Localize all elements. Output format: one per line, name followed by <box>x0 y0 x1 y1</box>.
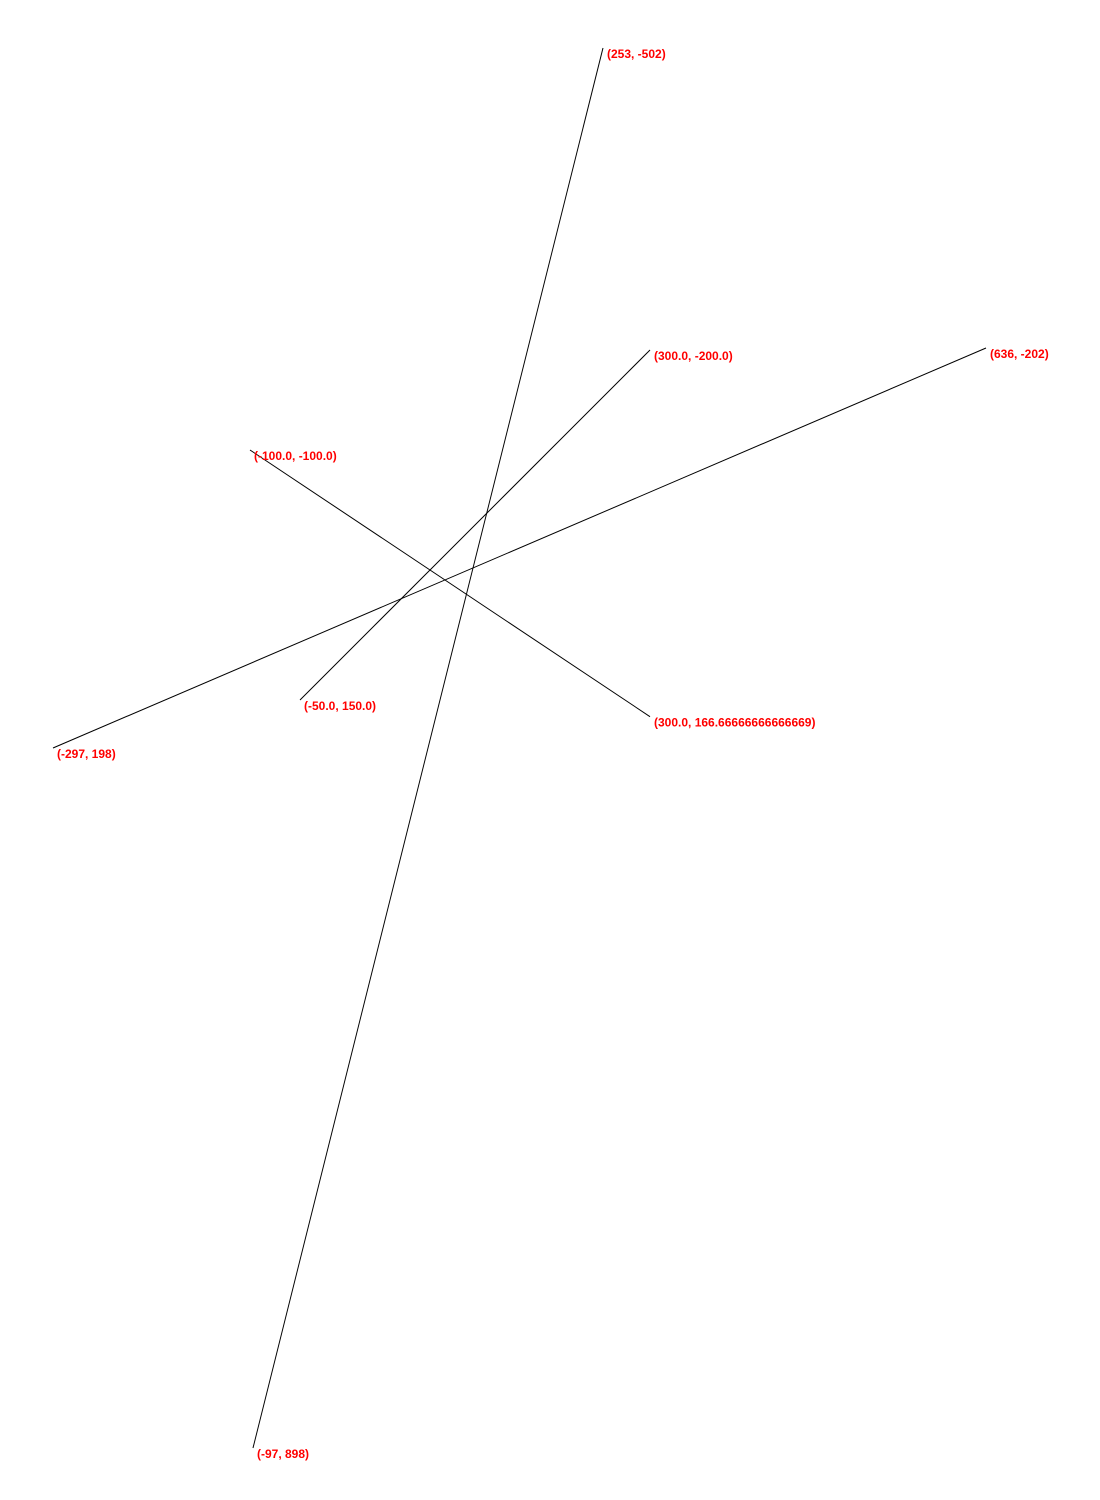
line-segment <box>252 47 604 1449</box>
endpoint-label: (-50.0, 150.0) <box>304 699 376 713</box>
endpoint-label: (253, -502) <box>607 47 666 61</box>
endpoint-label: (-100.0, -100.0) <box>254 449 337 463</box>
line-segment <box>299 349 651 701</box>
endpoint-label: (-297, 198) <box>57 747 116 761</box>
endpoint-label: (-97, 898) <box>257 1447 309 1461</box>
line-segment <box>249 449 651 718</box>
endpoint-label: (300.0, -200.0) <box>654 349 733 363</box>
labels-layer: (-100.0, -100.0) (300.0, 166.666666666666… <box>57 47 1049 1461</box>
endpoint-label: (300.0, 166.66666666666669) <box>654 716 815 730</box>
endpoint-label: (636, -202) <box>990 347 1049 361</box>
segments-layer <box>52 47 987 1449</box>
line-segment <box>52 347 987 749</box>
